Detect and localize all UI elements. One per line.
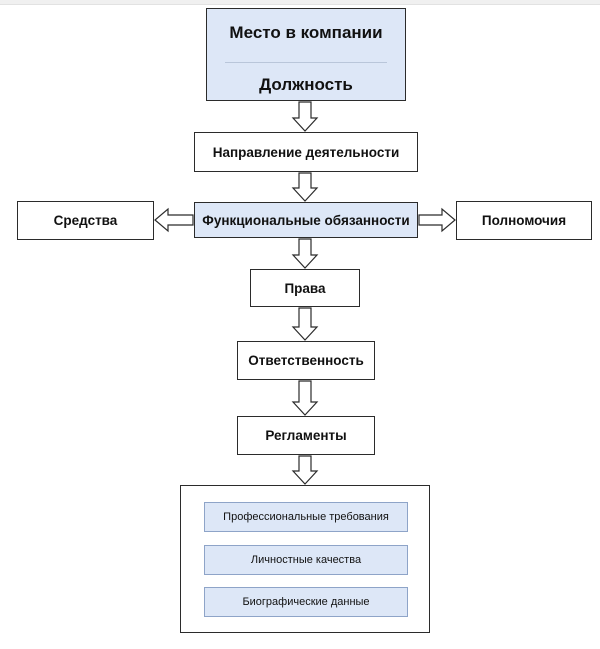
position-label: Должность [259,75,353,94]
requirement-item-biographical: Биографические данные [204,587,408,617]
arrow-direction-to-duties [291,172,319,202]
arrow-duties-to-means [154,207,194,233]
regulations-box: Регламенты [237,416,375,455]
arrow-rights-to-responsibility [291,307,319,341]
arrow-duties-to-powers [418,207,456,233]
requirements-container: Профессиональные требования Личностные к… [180,485,430,633]
top-strip [0,0,600,5]
requirement-item-personal: Личностные качества [204,545,408,575]
rights-box: Права [250,269,360,307]
header-divider [225,62,387,63]
requirement-item-professional: Профессиональные требования [204,502,408,532]
duties-box: Функциональные обязанности [194,202,418,238]
arrow-responsibility-to-regulations [291,380,319,416]
means-box: Средства [17,201,154,240]
arrow-regulations-to-requirements [291,455,319,485]
arrow-header-to-direction [291,101,319,132]
arrow-duties-to-rights [291,238,319,269]
powers-box: Полномочия [456,201,592,240]
position-header-box: Место в компании Должность [206,8,406,101]
responsibility-box: Ответственность [237,341,375,380]
place-in-company-label: Место в компании [229,23,383,42]
direction-box: Направление деятельности [194,132,418,172]
